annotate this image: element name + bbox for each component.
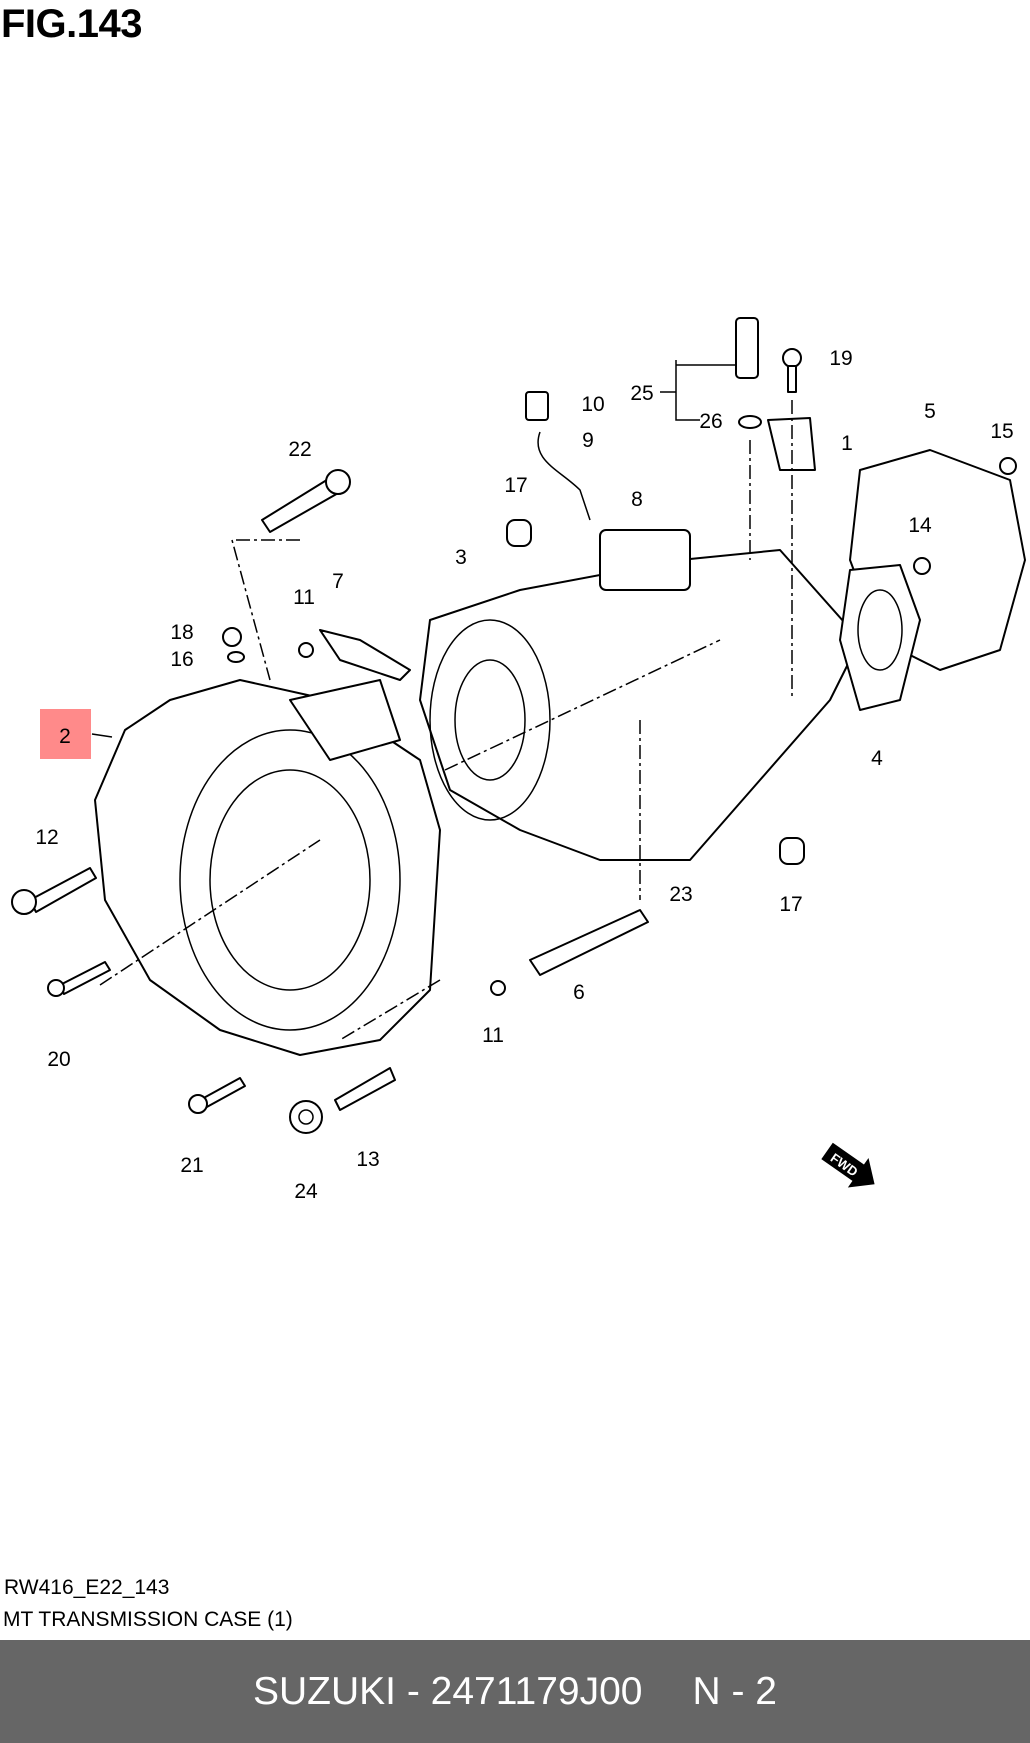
callout-25[interactable]: 25	[630, 382, 653, 405]
extension-case	[839, 449, 1026, 711]
callout-21[interactable]: 21	[180, 1154, 203, 1177]
callout-26[interactable]: 26	[699, 410, 722, 433]
callout-7[interactable]: 7	[332, 570, 344, 593]
diagram-caption: MT TRANSMISSION CASE (1)	[3, 1608, 293, 1631]
figure-title: FIG.143	[1, 2, 143, 46]
callout-17[interactable]: 17	[504, 474, 527, 497]
diagram-code: RW416_E22_143	[4, 1576, 170, 1599]
callout-24[interactable]: 24	[294, 1180, 318, 1203]
callout-18[interactable]: 18	[170, 621, 193, 644]
callout-8[interactable]: 8	[631, 488, 643, 511]
callout-5[interactable]: 5	[924, 400, 936, 423]
callout-23[interactable]: 23	[669, 883, 692, 906]
callout-11b[interactable]: 11	[482, 1024, 504, 1047]
callout-13[interactable]: 13	[356, 1148, 379, 1171]
fwd-arrow-icon: FWD	[821, 1142, 875, 1188]
callout-4[interactable]: 4	[871, 747, 883, 770]
callout-15[interactable]: 15	[990, 420, 1013, 443]
transmission-case	[419, 529, 861, 861]
callout-11[interactable]: 11	[293, 586, 315, 609]
footer-bar: SUZUKI - 2471179J00 N - 2	[0, 1640, 1030, 1743]
callout-10[interactable]: 10	[581, 393, 604, 416]
clutch-housing	[94, 679, 441, 1056]
callout-20[interactable]: 20	[47, 1048, 70, 1071]
callout-9[interactable]: 9	[582, 429, 594, 452]
callout-19[interactable]: 19	[829, 347, 852, 370]
callouts: 2 22 17 10 9 8 25 26 19 1 5 15 14 3 11 7…	[35, 347, 1013, 1203]
callout-22[interactable]: 22	[288, 438, 311, 461]
callout-1[interactable]: 1	[841, 432, 853, 455]
callout-2[interactable]: 2	[59, 725, 71, 748]
callout-17b[interactable]: 17	[779, 893, 802, 916]
callout-12[interactable]: 12	[35, 826, 58, 849]
callout-3[interactable]: 3	[455, 546, 467, 569]
bolts	[11, 317, 1017, 1134]
part-quantity: N - 2	[692, 1669, 777, 1713]
callout-6[interactable]: 6	[573, 981, 585, 1004]
leader-lines	[91, 360, 793, 1041]
callout-16[interactable]: 16	[170, 648, 193, 671]
part-number: SUZUKI - 2471179J00	[252, 1669, 643, 1713]
callout-14[interactable]: 14	[908, 514, 932, 537]
highlight-box-part-2[interactable]	[40, 709, 91, 759]
parts-diagram: 2 22 17 10 9 8 25 26 19 1 5 15 14 3 11 7…	[11, 317, 1026, 1203]
